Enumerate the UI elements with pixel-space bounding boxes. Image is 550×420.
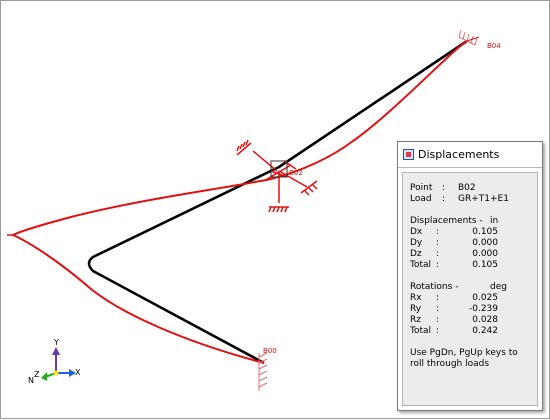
rot-row-ry: Ry: -0.239	[410, 304, 498, 314]
anchor-b00-icon	[258, 352, 268, 391]
loads-hint: Use PgDn, PgUp keys to roll through load…	[410, 348, 518, 369]
dialog-titlebar[interactable]: Displacements	[398, 142, 542, 168]
displacements-dialog[interactable]: Displacements Point : B02 Load : GR+T1+E…	[397, 141, 543, 411]
dialog-body: Point : B02 Load : GR+T1+E1 Displacement…	[402, 172, 538, 406]
disp-row-dy: Dy: 0.000	[410, 238, 498, 248]
selected-node-marker[interactable]	[270, 160, 288, 178]
point-value: B02	[458, 183, 476, 193]
load-value: GR+T1+E1	[458, 194, 509, 204]
app-icon	[403, 149, 414, 160]
node-label-b04: B04	[487, 42, 501, 50]
axis-z-label: Z	[34, 370, 40, 379]
dialog-title: Displacements	[418, 148, 500, 161]
axis-n-label: N	[28, 376, 34, 385]
axis-triad	[41, 347, 76, 381]
deformed-pipe	[10, 40, 468, 364]
rot-row-total: Total: 0.242	[410, 326, 498, 336]
load-label: Load	[410, 194, 432, 204]
disp-row-dx: Dx: 0.105	[410, 227, 498, 237]
rot-row-rx: Rx: 0.025	[410, 293, 498, 303]
undeformed-pipe	[87, 39, 468, 365]
axis-x-label: X	[75, 368, 81, 377]
disp-row-total: Total: 0.105	[410, 260, 498, 270]
anchor-b04-icon	[458, 29, 480, 46]
rotations-unit: deg	[490, 282, 507, 292]
load-row: Load : GR+T1+E1	[410, 194, 509, 204]
point-label: Point	[410, 183, 433, 193]
node-label-b00: B00	[263, 347, 277, 355]
rotations-header: Rotations - deg	[410, 282, 507, 292]
displacements-unit: in	[490, 216, 499, 226]
axis-y-label: Y	[53, 338, 59, 347]
point-row: Point : B02	[410, 183, 476, 193]
rot-row-rz: Rz: 0.028	[410, 315, 498, 325]
node-label-b02: B02	[289, 169, 303, 177]
displacements-header: Displacements - in	[410, 216, 499, 226]
disp-row-dz: Dz: 0.000	[410, 249, 498, 259]
